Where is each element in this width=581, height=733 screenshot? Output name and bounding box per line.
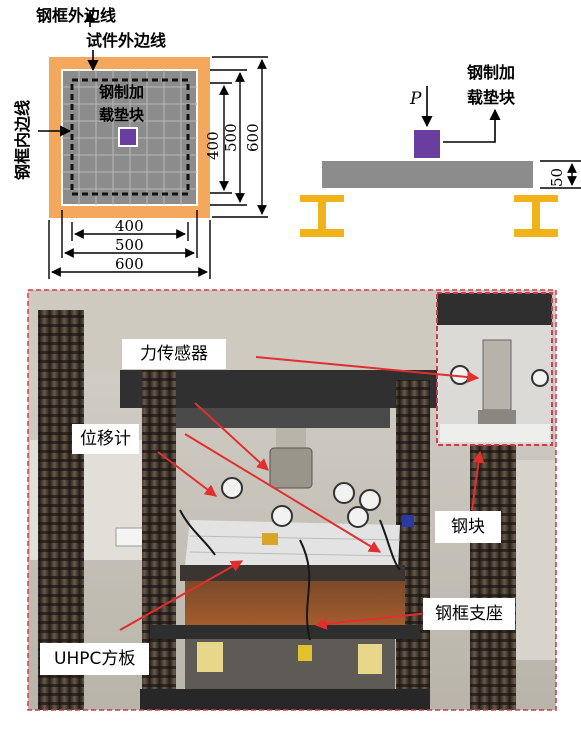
plate-grid-line [189,535,401,541]
support-right [514,195,558,237]
callout-frame-support: 钢框支座 [423,598,515,630]
blue-connector [402,515,414,527]
specimen-grid [62,70,197,205]
label-specimen-edge: 试件外边线 [86,31,166,50]
screw-column-right [396,380,430,700]
dim-h-400: 400 [115,217,144,235]
dim-h-500: 500 [115,236,144,254]
yellow-gauge-holder [262,533,278,545]
inset-dashed-border [436,292,553,446]
specimen-plate-elevation [322,161,533,188]
wall-socket [115,527,145,547]
callout-displacement-meter: 位移计 [72,424,139,454]
load-symbol: P [409,89,422,109]
load-block-plan [118,127,138,147]
steel-frame-rim [180,565,405,581]
load-block-elevation [414,130,440,158]
label-outer-edge: 钢框外边线 [36,6,116,25]
callout-arrows [119,356,485,631]
lower-table [150,625,420,639]
inset-steel-block [478,410,516,424]
thickness-value: 50 [548,168,566,187]
elevation-view: P 钢制加 载垫块 50 [300,63,581,237]
right-wall-panel [515,460,555,660]
inner-frame-edge-dashed [70,78,190,196]
crosshead-shadow [160,408,390,428]
dim-h-600: 600 [115,255,144,273]
callout-uhpc-plate: UHPC方板 [40,643,150,675]
dial-gauges [221,477,381,528]
test-setup-photo [27,289,557,711]
callout-steel-block: 钢块 [435,511,501,543]
sample-tag-right [358,644,382,674]
inset-photo [437,293,552,445]
vertical-dimensions [210,56,268,218]
label-block-elev-line1: 钢制加 [467,63,515,82]
label-block-elev-line2: 载垫块 [467,88,516,107]
label-block-line2: 载垫块 [99,106,145,124]
dim-v-500: 500 [222,123,240,152]
inset-gauge-right [531,369,549,387]
support-left [300,195,344,237]
plan-view: 钢框外边线 试件外边线 钢框内边线 钢制加 载垫块 400 500 600 40… [13,6,268,279]
bottom-platform [140,689,430,710]
yellow-clamp [298,645,312,661]
frame-support-rusty [185,581,405,625]
label-block-line1: 钢制加 [99,83,144,101]
inset-load-cell [482,339,512,411]
inset-plate [440,424,550,442]
label-inner-edge: 钢框内边线 [13,100,32,180]
thickness-dimension [540,160,581,189]
plate-grid-line [189,551,399,557]
callout-force-sensor: 力传感器 [122,339,226,369]
gauge-cables [179,509,401,641]
dim-v-400: 400 [204,131,222,160]
load-cell [269,447,313,489]
arrow-block-elev [443,108,501,143]
photo-dashed-border [27,289,557,711]
screw-column-far-right [470,440,516,710]
sample-tag-left [197,642,223,672]
dim-v-600: 600 [244,123,262,152]
horizontal-dimensions [48,210,211,279]
inset-crosshead [437,293,552,325]
